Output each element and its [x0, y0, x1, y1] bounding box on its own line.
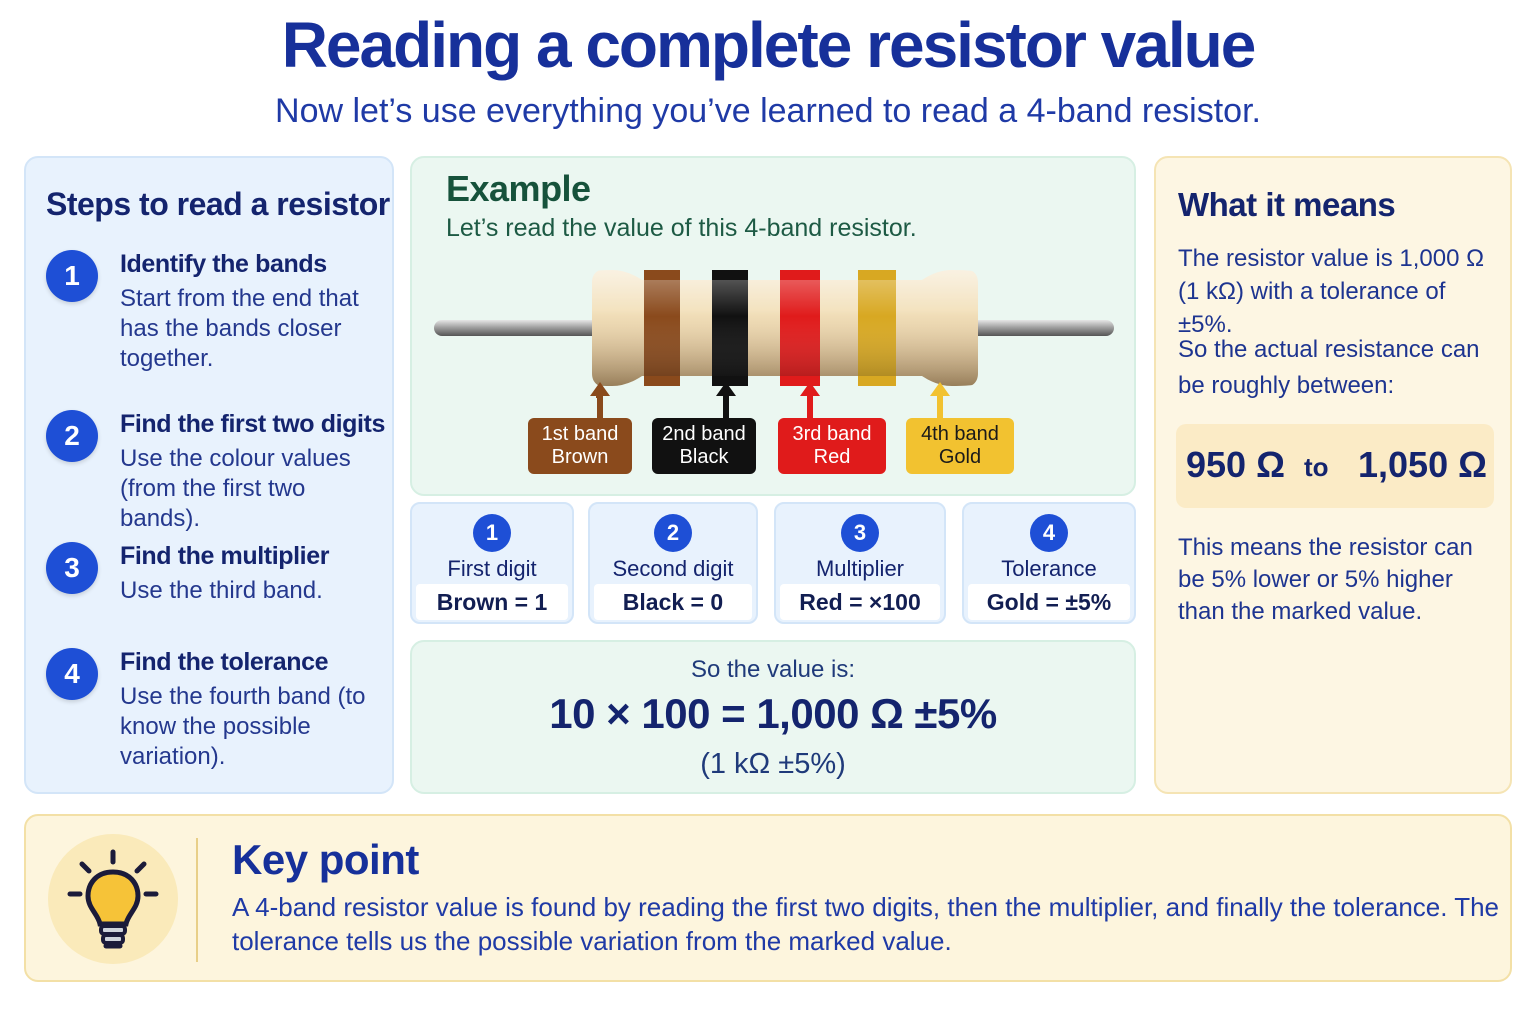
card-number-badge: 3	[841, 514, 879, 552]
card-number-badge: 4	[1030, 514, 1068, 552]
band-label-position: 1st band	[541, 423, 619, 445]
arrow-brown-icon	[590, 382, 610, 420]
band-label-position: 4th band	[921, 423, 999, 445]
meaning-heading: What it means	[1178, 186, 1396, 223]
arrow-red-icon	[800, 382, 820, 420]
band-arrows	[590, 382, 950, 420]
band-label-3: 3rd band Red	[778, 418, 886, 474]
band-label-1: 1st band Brown	[528, 418, 632, 474]
step-title: Find the multiplier	[120, 542, 330, 570]
card-number-badge: 1	[473, 514, 511, 552]
example-panel: Example Let’s read the value of this 4-b…	[410, 156, 1136, 496]
page-title: Reading a complete resistor value	[281, 9, 1257, 81]
arrow-black-icon	[716, 382, 736, 420]
card-number-badge: 2	[654, 514, 692, 552]
step-number-badge: 2	[46, 410, 98, 462]
key-point-text: A 4-band resistor value is found by read…	[232, 892, 1500, 956]
multiplier-card: 3 Multiplier Red = ×100	[774, 502, 946, 624]
resistor-illustration	[434, 268, 1114, 398]
step-title: Find the tolerance	[120, 648, 329, 676]
tolerance-card: 4 Tolerance Gold = ±5%	[962, 502, 1136, 624]
meaning-panel: What it means The resistor value is 1,00…	[1154, 156, 1512, 794]
step-title: Identify the bands	[120, 250, 327, 278]
result-panel: So the value is: 10 × 100 = 1,000 Ω ±5% …	[410, 640, 1136, 794]
card-title: Second digit	[612, 556, 734, 581]
band-label-position: 3rd band	[792, 423, 872, 445]
card-value: Black = 0	[594, 584, 752, 620]
card-value: Red = ×100	[780, 584, 940, 620]
steps-heading: Steps to read a resistor	[46, 186, 390, 222]
range-low: 950 Ω	[1186, 444, 1285, 485]
band-label-color: Brown	[551, 446, 609, 468]
band-label-color: Gold	[938, 446, 982, 468]
step-number-badge: 4	[46, 648, 98, 700]
step-number-badge: 3	[46, 542, 98, 594]
lightbulb-icon	[48, 834, 178, 964]
result-equation: 10 × 100 = 1,000 Ω ±5%	[549, 690, 997, 737]
band-label-color: Black	[679, 446, 729, 468]
card-title: Tolerance	[1001, 556, 1097, 581]
result-intro: So the value is:	[690, 656, 856, 683]
step-description: Use the colour values (from the first tw…	[120, 445, 351, 532]
right-lead	[952, 320, 1114, 336]
key-point-heading: Key point	[232, 836, 419, 883]
band-label-2: 2nd band Black	[652, 418, 756, 474]
meaning-paragraph-2: So the actual resistance can be roughly …	[1178, 336, 1480, 399]
steps-panel: Steps to read a resistor 1 Identify the …	[24, 156, 394, 794]
digit-card-1: 1 First digit Brown = 1	[410, 502, 574, 624]
card-value: Brown = 1	[416, 584, 568, 620]
step-title: Find the first two digits	[120, 410, 385, 438]
step-description: Use the fourth band (to know the possibl…	[120, 683, 366, 770]
page-subtitle: Now let’s use everything you’ve learned …	[275, 92, 1261, 130]
result-alternate: (1 kΩ ±5%)	[700, 748, 846, 780]
digit-card-2: 2 Second digit Black = 0	[588, 502, 758, 624]
card-title: First digit	[447, 556, 537, 581]
range-high: 1,050 Ω	[1358, 444, 1487, 485]
meaning-paragraph-3: This means the resistor can be 5% lower …	[1178, 534, 1473, 625]
step-description: Start from the end that has the bands cl…	[120, 285, 359, 372]
key-point-panel: Key point A 4-band resistor value is fou…	[24, 814, 1512, 982]
range-to: to	[1304, 452, 1329, 482]
arrow-gold-icon	[930, 382, 950, 420]
step-description: Use the third band.	[120, 577, 323, 604]
card-title: Multiplier	[815, 556, 905, 581]
resistor-shading	[592, 270, 978, 386]
band-label-4: 4th band Gold	[906, 418, 1014, 474]
band-label-color: Red	[813, 446, 851, 468]
step-number-badge: 1	[46, 250, 98, 302]
example-heading: Example	[446, 168, 591, 209]
range-box: 950 Ω to 1,050 Ω	[1176, 424, 1494, 508]
band-label-position: 2nd band	[662, 423, 746, 445]
key-point-divider	[196, 838, 198, 962]
meaning-paragraph-1: The resistor value is 1,000 Ω (1 kΩ) wit…	[1178, 245, 1485, 338]
left-lead	[434, 320, 600, 336]
example-subheading: Let’s read the value of this 4-band resi…	[446, 214, 917, 242]
card-value: Gold = ±5%	[968, 584, 1130, 620]
